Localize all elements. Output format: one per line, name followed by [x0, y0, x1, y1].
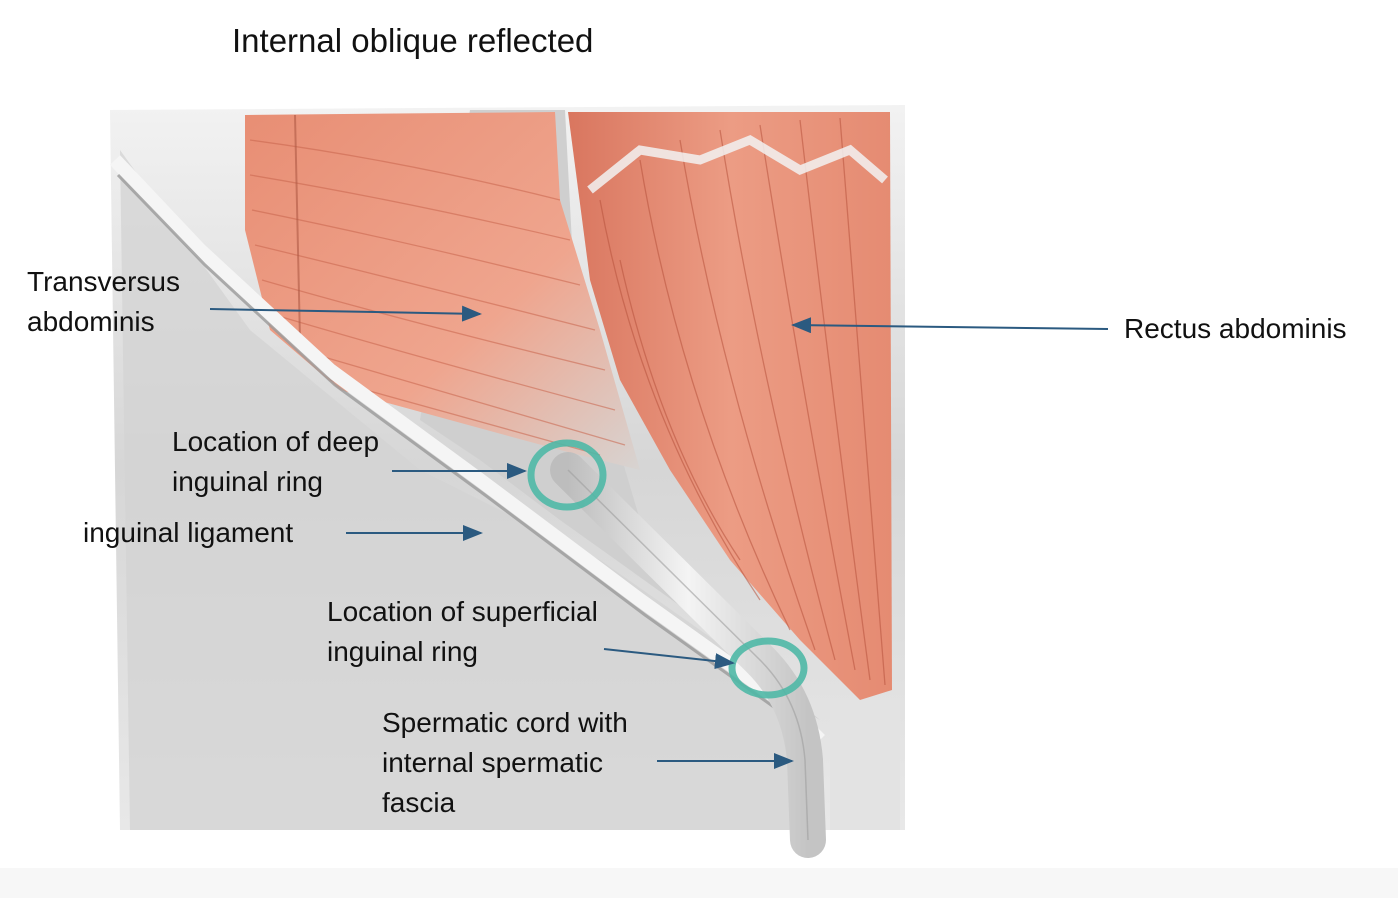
label-line: inguinal ring: [327, 636, 478, 667]
arrow-transversus: [209, 305, 482, 322]
transversus-fibers: [249, 139, 626, 456]
transversus-edge: [294, 114, 301, 341]
label-superficial-inguinal-ring: Location of superficial inguinal ring: [327, 592, 598, 672]
arrow-superficial-ring: [603, 648, 735, 670]
rectus-fibers: [599, 117, 886, 686]
label-line: Location of superficial: [327, 596, 598, 627]
label-line: Location of deep: [172, 426, 380, 457]
label-inguinal-ligament: inguinal ligament: [83, 517, 294, 548]
arrow-rectus: [791, 317, 1109, 334]
label-line: Transversus: [27, 266, 181, 297]
label-line: abdominis: [27, 306, 155, 337]
label-line: inguinal ring: [172, 466, 323, 497]
diagram-title: Internal oblique reflected: [232, 22, 594, 59]
spermatic-cord-outline: [567, 469, 809, 841]
label-rectus-abdominis: Rectus abdominis: [1124, 313, 1347, 344]
fascia-region: [120, 150, 800, 830]
label-transversus-abdominis: Transversus abdominis: [27, 262, 180, 342]
rectus-muscle: [568, 112, 892, 700]
label-line: internal spermatic: [382, 747, 603, 778]
label-spermatic-cord: Spermatic cord with internal spermatic f…: [382, 703, 628, 823]
label-line: Spermatic cord with: [382, 707, 628, 738]
label-line: fascia: [382, 787, 456, 818]
tendinous-intersection: [587, 134, 888, 194]
inguinal-ligament-shadow: [116, 173, 786, 717]
pubic-region: [830, 700, 900, 830]
label-deep-inguinal-ring: Location of deep inguinal ring: [172, 422, 379, 502]
footer-band: [0, 868, 1398, 898]
deep-ring: [527, 439, 607, 511]
